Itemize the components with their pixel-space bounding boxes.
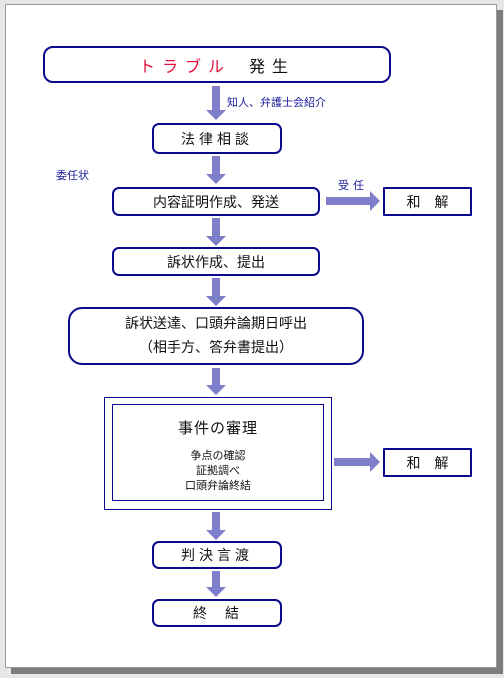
arrow-complaint-to-service (206, 278, 226, 306)
trial-title: 事件の審理 (177, 419, 258, 437)
referral-label: 知人、弁護士会紹介 (227, 96, 326, 109)
arrow-certified-mail-to-complaint (206, 218, 226, 246)
trial-item-issues: 争点の確認 (190, 449, 246, 462)
complaint-filing-box: 訴状作成、提出 (112, 247, 320, 276)
arrow-consultation-to-certified-mail (206, 156, 226, 184)
retained-label: 受任 (338, 179, 368, 192)
trouble-text: トラブル (138, 56, 231, 76)
service-line-1: 訴状送達、口頭弁論期日呼出 (125, 316, 307, 332)
settlement-box-1: 和 解 (383, 187, 472, 216)
settlement-box-2: 和 解 (383, 448, 472, 477)
arrow-trouble-to-consultation (206, 86, 226, 120)
trouble-occurs-box: トラブル 発生 (43, 46, 391, 83)
legal-consultation-box: 法律相談 (152, 123, 282, 154)
service-of-complaint-box: 訴状送達、口頭弁論期日呼出 （相手方、答弁書提出） (68, 307, 364, 365)
trial-item-evidence: 証拠調べ (196, 464, 240, 477)
arrow-trial-to-judgment (206, 512, 226, 540)
judgment-box: 判決言渡 (152, 541, 282, 569)
arrow-trial-to-settlement (334, 452, 380, 472)
conclusion-box: 終 結 (152, 599, 282, 627)
arrow-service-to-trial (206, 368, 226, 395)
arrow-certified-mail-to-settlement (326, 191, 380, 211)
trial-item-conclusion: 口頭弁論終結 (185, 479, 251, 492)
arrow-judgment-to-end (206, 571, 226, 597)
certified-mail-box: 内容証明作成、発送 (112, 187, 320, 216)
service-line-2: （相手方、答弁書提出） (139, 340, 293, 356)
power-of-attorney-label: 委任状 (56, 169, 89, 182)
trial-box: 事件の審理 争点の確認 証拠調べ 口頭弁論終結 (112, 404, 324, 501)
occurs-text: 発生 (249, 56, 296, 76)
